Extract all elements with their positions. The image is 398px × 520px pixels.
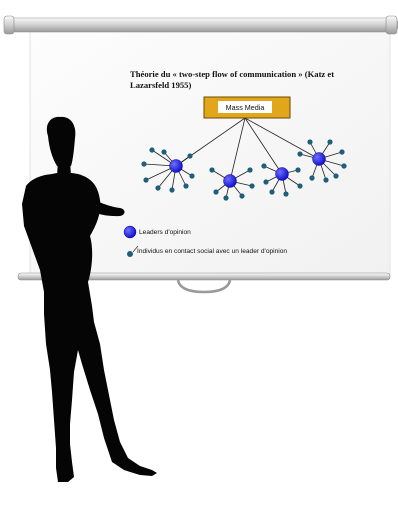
presenter-silhouette	[22, 116, 157, 482]
individual-node	[223, 195, 229, 201]
individual-node	[209, 167, 215, 173]
slide-title-line-1: Théorie du « two-step flow of communicat…	[130, 69, 334, 79]
individual-node	[261, 163, 267, 169]
individual-node	[189, 173, 195, 179]
individual-node	[341, 163, 347, 169]
individual-node	[269, 189, 275, 195]
media-to-leader-link	[229, 117, 246, 182]
two-step-flow-diagram: Mass Media	[141, 96, 347, 201]
individual-node	[297, 183, 303, 189]
individual-node	[309, 175, 315, 181]
individual-node	[143, 177, 149, 183]
individual-node	[339, 149, 345, 155]
individual-node	[213, 189, 219, 195]
legend-leaders-label: Leaders d'opinion	[139, 229, 191, 236]
individual-node	[283, 191, 289, 197]
individual-node	[327, 139, 333, 145]
opinion-leader-node	[275, 167, 289, 181]
individual-node	[263, 179, 269, 185]
individual-node	[247, 167, 253, 173]
legend-individuals-label: Individus en contact social avec un lead…	[137, 248, 287, 255]
individual-node	[161, 149, 167, 155]
legend-individual-marker	[127, 251, 133, 257]
individual-node	[187, 153, 193, 159]
individual-node	[249, 183, 255, 189]
opinion-leader-node	[312, 152, 326, 166]
individual-node	[333, 173, 339, 179]
individual-node	[297, 151, 303, 157]
individual-node	[295, 167, 301, 173]
opinion-leader-node	[223, 174, 237, 188]
individual-node	[323, 177, 329, 183]
network-nodes	[141, 139, 347, 201]
opinion-leader-node	[169, 159, 183, 173]
media-to-leader-link	[244, 117, 283, 175]
individual-node	[155, 185, 161, 191]
media-to-leader-link	[244, 117, 320, 160]
individual-node	[169, 187, 175, 193]
top-roller-bar	[5, 17, 398, 33]
slide-title-line-2: Lazarsfeld 1955)	[130, 80, 191, 90]
legend: Leaders d'opinion Individus en contact s…	[123, 225, 287, 257]
individual-node	[239, 193, 245, 199]
legend-leader-marker	[123, 225, 137, 239]
individual-node	[149, 147, 155, 153]
bottom-bar	[17, 272, 391, 281]
individual-node	[307, 139, 313, 145]
individual-node	[183, 183, 189, 189]
pull-handle[interactable]	[176, 279, 232, 294]
mass-media-label: Mass Media	[226, 103, 265, 112]
individual-node	[141, 161, 147, 167]
